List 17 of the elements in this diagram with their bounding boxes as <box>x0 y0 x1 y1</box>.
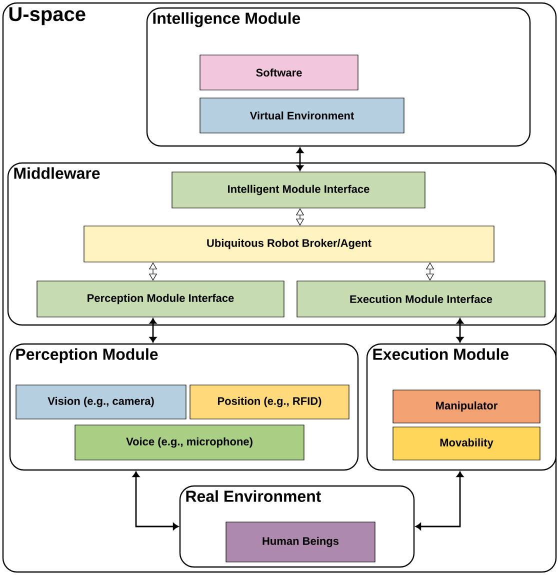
arrow <box>132 472 178 530</box>
arrow <box>150 318 156 342</box>
arrow <box>456 318 464 342</box>
arrow <box>296 148 304 171</box>
component-box: Movability <box>392 426 540 460</box>
component-box: Perception Module Interface <box>36 280 284 318</box>
component-box: Vision (e.g., camera) <box>16 384 186 420</box>
component-box: Voice (e.g., microphone) <box>74 424 304 460</box>
component-box: Position (e.g., RFID) <box>190 384 350 420</box>
component-box: Virtual Environment <box>200 98 404 134</box>
component-box: Human Beings <box>226 522 376 562</box>
arrow <box>416 472 464 530</box>
component-box: Execution Module Interface <box>296 280 546 318</box>
component-box: Software <box>200 54 358 90</box>
component-box: Manipulator <box>392 390 540 424</box>
component-box: Ubiquitous Robot Broker/Agent <box>84 226 494 262</box>
component-box: Intelligent Module Interface <box>172 172 426 208</box>
